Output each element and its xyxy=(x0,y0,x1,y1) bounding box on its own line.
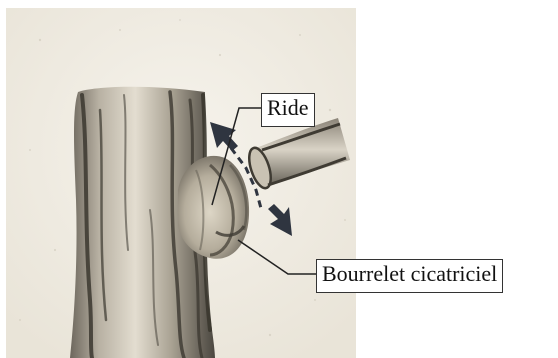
branch-collar xyxy=(178,156,249,259)
trunk-illustration xyxy=(0,0,360,358)
label-bourrelet: Bourrelet cicatriciel xyxy=(316,259,503,293)
label-ride: Ride xyxy=(261,93,315,127)
